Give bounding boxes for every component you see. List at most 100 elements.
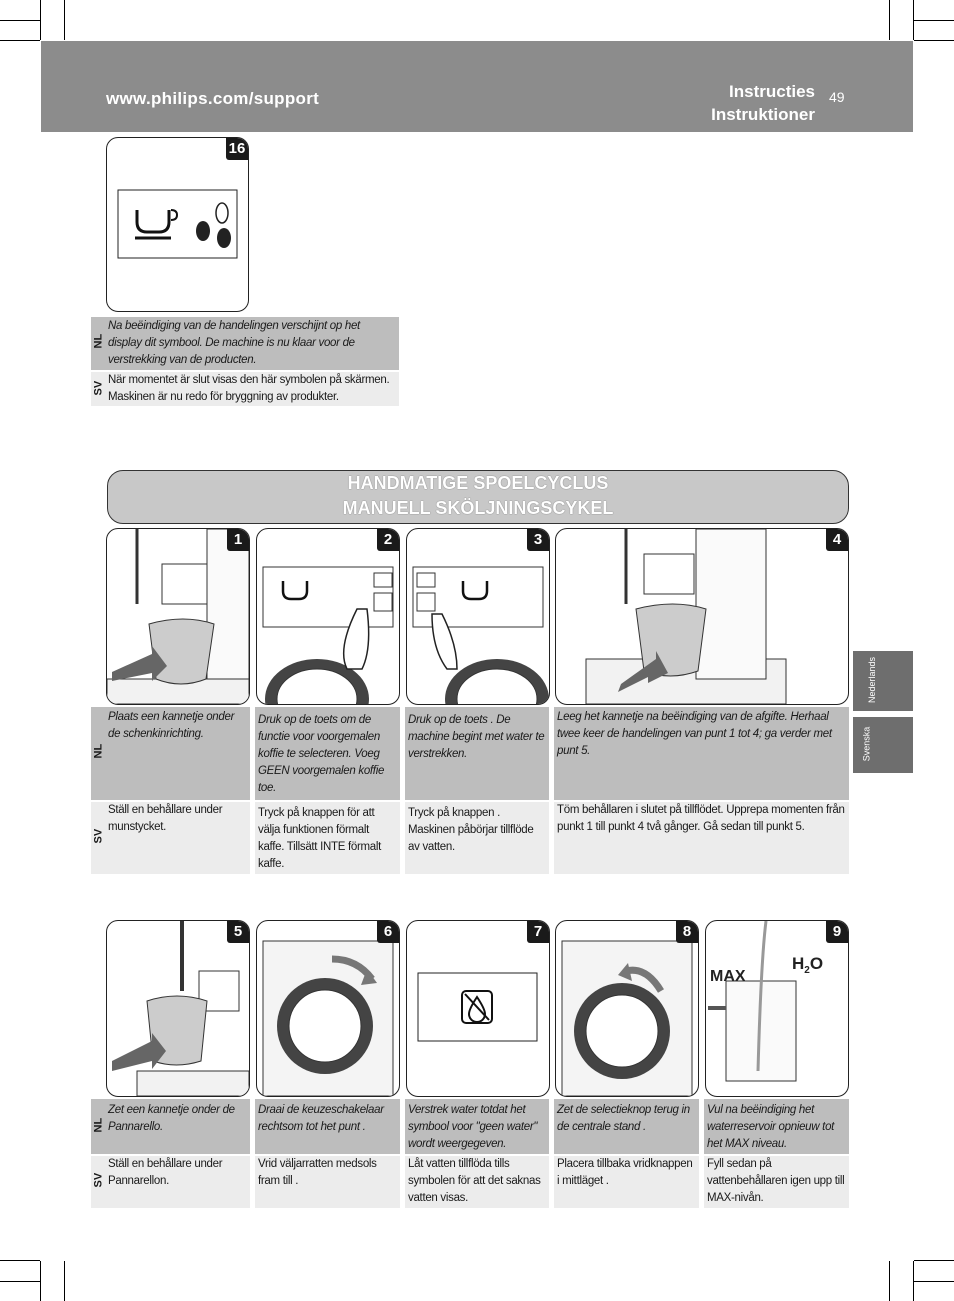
lang-label-sv: SV: [92, 380, 105, 396]
turn-knob-back-icon: [561, 940, 693, 1096]
step-2-nl-text: Druk op de toets om de functie voor voor…: [258, 714, 385, 794]
step-8-illustration: 8: [555, 920, 699, 1097]
column-divider: [699, 1099, 704, 1208]
step-3-sv-text: Tryck på knappen . Maskinen påbörjar til…: [408, 807, 534, 853]
crop-mark: [889, 1261, 890, 1301]
step-number: 5: [227, 921, 249, 943]
step-number: 4: [826, 529, 848, 551]
crop-mark: [0, 20, 40, 21]
step-1-sv-text: Ställ en behållare under munstycket.: [108, 804, 223, 833]
step-7-illustration: 7: [406, 920, 550, 1097]
step-6-nl-text: Draai de keuzeschakelaar rechtsom tot he…: [258, 1104, 384, 1133]
crop-mark: [914, 40, 954, 41]
step-2-sv-text: Tryck på knappen för att välja funktione…: [258, 807, 382, 870]
lang-label-sv: SV: [92, 1172, 105, 1188]
step-number: 2: [377, 529, 399, 551]
step-9-illustration: 9 MAX H2O: [705, 920, 849, 1097]
step-1-nl-text: Plaats een kannetje onder de schenkinric…: [108, 711, 235, 740]
step-16-nl-band: NL Na beëindiging van de handelingen ver…: [91, 317, 399, 370]
press-ground-coffee-button-icon: [262, 566, 394, 704]
support-url[interactable]: www.philips.com/support: [106, 89, 320, 108]
crop-mark: [0, 1260, 40, 1261]
step-16-nl-text: Na beëindiging van de handelingen versch…: [108, 320, 360, 366]
step-9-sv-text: Fyll sedan på vattenbehållaren igen upp …: [707, 1158, 845, 1204]
lang-label-nl: NL: [92, 743, 105, 759]
crop-mark: [913, 1261, 914, 1301]
crop-mark: [40, 0, 41, 40]
title-sv: Instruktioner: [711, 105, 815, 124]
side-tab-label: Nederlands: [867, 656, 878, 704]
banner-title-nl: HANDMATIGE SPOELCYCLUS: [347, 473, 609, 493]
h2o-h: H: [792, 954, 804, 973]
page-number: 49: [829, 89, 845, 105]
cup-under-pannarello-icon: [112, 921, 249, 1096]
step-4-nl-text: Leeg het kannetje na beëindiging van de …: [557, 711, 832, 757]
column-divider: [250, 707, 255, 874]
max-label: MAX: [710, 968, 746, 985]
step-2-illustration: 2: [256, 528, 400, 705]
step-number: 7: [527, 921, 549, 943]
step-5-nl-text: Zet een kannetje onder de Pannarello.: [108, 1104, 235, 1133]
step-16-illustration: 16: [106, 137, 249, 312]
crop-mark: [40, 1261, 41, 1301]
lang-label-nl: NL: [92, 1117, 105, 1133]
page-title: Instructies Instruktioner: [711, 80, 815, 126]
step-number: 6: [377, 921, 399, 943]
lang-label-nl: NL: [92, 333, 105, 349]
column-divider: [400, 1099, 405, 1208]
step-7-nl-text: Verstrek water totdat het symbool voor "…: [408, 1104, 538, 1150]
step-number: 9: [826, 921, 848, 943]
lang-label-sv: SV: [92, 828, 105, 844]
step-number: 1: [227, 529, 249, 551]
banner-title-sv: MANUELL SKÖLJNINGSCYKEL: [342, 498, 614, 518]
step-16-sv-band: SV När momentet är slut visas den här sy…: [91, 372, 399, 406]
step-3-illustration: 3: [406, 528, 550, 705]
column-divider: [549, 1099, 554, 1208]
step-5-sv-text: Ställ en behållare under Pannarellon.: [108, 1158, 223, 1187]
column-divider: [250, 1099, 255, 1208]
side-tab-label: Svenska: [861, 726, 872, 762]
no-water-display-icon: [417, 972, 538, 1042]
step-6-sv-text: Vrid väljarratten medsols fram till .: [258, 1158, 377, 1187]
step-16-sv-text: När momentet är slut visas den här symbo…: [108, 374, 390, 403]
crop-mark: [889, 0, 890, 40]
fill-water-tank-icon: MAX H2O: [708, 921, 823, 1082]
h2o-sub: 2: [804, 965, 810, 976]
press-hot-water-button-icon: [412, 566, 549, 704]
row1-sv-band: SV: [91, 802, 849, 874]
remove-cup-icon: [585, 529, 787, 704]
h2o-label: H2O: [792, 954, 823, 976]
step-number: 8: [676, 921, 698, 943]
title-nl: Instructies: [729, 82, 815, 101]
crop-mark: [0, 40, 40, 41]
row1-nl-band: NL: [91, 707, 849, 800]
step-8-nl-text: Zet de selectieknop terug in de centrale…: [557, 1104, 690, 1133]
step-number: 3: [527, 529, 549, 551]
step-4-sv-text: Töm behållaren i slutet på tillflödet. U…: [557, 804, 845, 833]
column-divider: [549, 707, 554, 874]
crop-mark: [914, 20, 954, 21]
crop-mark: [64, 1261, 65, 1301]
crop-mark: [64, 0, 65, 40]
step-4-illustration: 4: [555, 528, 849, 705]
row2-sv-band: SV: [91, 1156, 849, 1208]
step-1-illustration: 1: [106, 528, 250, 705]
h2o-o: O: [810, 954, 823, 973]
turn-knob-clockwise-icon: [262, 940, 394, 1096]
crop-mark: [0, 1281, 40, 1282]
step-9-nl-text: Vul na beëindiging het waterreservoir op…: [707, 1104, 835, 1150]
row2-nl-band: NL: [91, 1099, 849, 1154]
crop-mark: [913, 0, 914, 40]
step-8-sv-text: Placera tillbaka vridknappen i mittläget…: [557, 1158, 693, 1187]
side-tab-svenska: Svenska: [853, 717, 913, 773]
display-ready-icon: [117, 189, 238, 259]
step-7-sv-text: Låt vatten tillflöda tills symbolen för …: [408, 1158, 541, 1204]
crop-mark: [914, 1260, 954, 1261]
step-5-illustration: 5: [106, 920, 250, 1097]
cup-under-spout-icon: [107, 529, 249, 704]
step-number: 16: [226, 138, 248, 160]
column-divider: [400, 707, 405, 874]
step-6-illustration: 6: [256, 920, 400, 1097]
step-3-nl-text: Druk op de toets . De machine begint met…: [408, 714, 545, 760]
side-tab-nederlands: Nederlands: [853, 651, 913, 711]
